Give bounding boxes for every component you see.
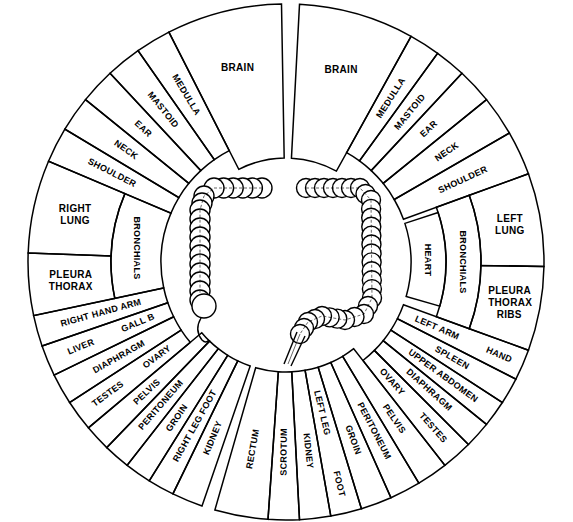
organ-label: OVARY (141, 343, 174, 371)
colon-seam (300, 188, 372, 334)
rectum-wall (284, 332, 297, 364)
organ-sector: SCROTUM (265, 368, 303, 522)
rectum-seam (288, 334, 300, 364)
organ-sector: RECTUM (211, 364, 282, 522)
sector-outline (211, 364, 282, 522)
organ-label: FOOT (331, 470, 348, 498)
organ-label: PELVIS (380, 402, 408, 435)
organ-label: MEDULLA (169, 72, 202, 117)
organ-label: OVARY (377, 366, 407, 398)
organ-label: RIGHT LUNG (55, 203, 95, 227)
organ-label: EAR (418, 118, 440, 139)
organ-label: PLEURA THORAX (49, 269, 93, 293)
organ-label: NECK (433, 140, 461, 164)
organ-sector: SHOULDER (391, 129, 532, 223)
organ-label: PLEURA THORAX RIBS (488, 285, 530, 321)
organ-sector: OVARY TESTES (359, 347, 472, 469)
organ-label: RECTUM (244, 428, 262, 470)
organ-label: BRAIN (325, 64, 358, 76)
organ-label: BRONCHIALS (458, 231, 469, 294)
organ-label: TESTES (90, 379, 126, 410)
organ-label: SHOULDER (86, 157, 138, 191)
organ-label: NECK (112, 138, 140, 162)
organ-label: HEART (423, 243, 434, 276)
organ-label: LEFT LUNG (490, 213, 530, 237)
organ-label: BRONCHIALS (131, 216, 142, 279)
organ-sector: PLEURA THORAX RIBS (466, 262, 547, 354)
organ-sector: UPPER ABDOMEN (380, 327, 506, 428)
organ-label: GALL B (120, 312, 157, 335)
organ-label: SCROTUM (279, 428, 290, 476)
organ-label: EAR (132, 118, 154, 139)
sector-outline (359, 347, 472, 469)
organ-label: LIVER (66, 337, 96, 358)
organ-label: KIDNEY (300, 432, 315, 469)
organ-label: TESTES (417, 411, 449, 446)
organ-sector: RIGHT LUNG (25, 158, 128, 259)
organ-sector: LEFT LUNG (466, 170, 547, 270)
organ-sector: BRONCHIALS (108, 190, 174, 302)
organ-sector: GROIN (315, 359, 394, 512)
organ-sector: RIGHT LEG FOOT (146, 352, 241, 497)
organ-label: DIAPHRAGM (403, 367, 453, 414)
organ-label: BRAIN (221, 62, 254, 74)
colon-seam (200, 188, 262, 300)
organ-sector: KIDNEY (169, 357, 254, 509)
organ-sector: BRONCHIALS (433, 192, 484, 332)
organ-label: MASTOID (145, 90, 181, 131)
cecum (192, 294, 216, 318)
organ-label: HAND (484, 344, 513, 365)
organ-sector: GROIN (124, 345, 231, 484)
